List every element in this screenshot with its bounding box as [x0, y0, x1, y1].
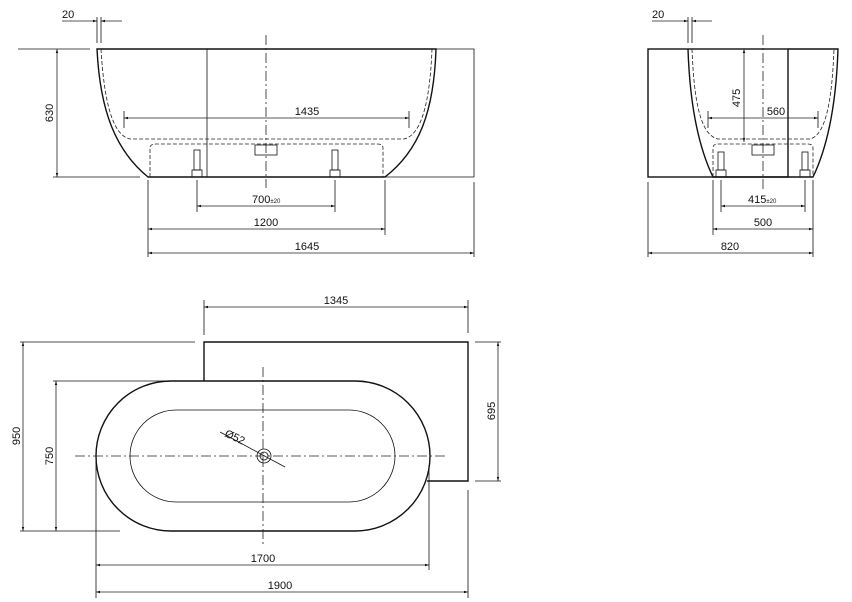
overall-length-label: 1900 — [268, 580, 292, 592]
panel-length-label: 1345 — [324, 295, 348, 307]
tub-length-label: 1700 — [251, 553, 275, 565]
side-inner-length-label: 1435 — [295, 106, 319, 118]
side-base-length-label: 1200 — [254, 217, 278, 229]
overall-depth-label: 950 — [11, 427, 23, 445]
panel-depth-label: 695 — [486, 402, 498, 420]
end-panel — [206, 48, 475, 178]
wall-panel — [203, 341, 469, 482]
side-feet-spacing-label: 700±20 — [252, 194, 281, 206]
tub-outline — [96, 48, 437, 178]
foot-left — [715, 151, 727, 178]
tub-inner-line — [100, 48, 433, 140]
top-view: Ø52 1345 950 750 695 1700 1900 — [11, 295, 501, 598]
end-feet-spacing-label: 415±20 — [748, 194, 777, 206]
end-view: 20 475 560 415±20 500 820 — [647, 9, 839, 257]
end-depth-label: 475 — [731, 89, 743, 107]
drain-outlet — [751, 144, 775, 156]
base-skirt — [149, 143, 384, 177]
tub-width-label: 750 — [44, 447, 56, 465]
side-height-label: 630 — [44, 104, 56, 122]
foot-right — [329, 149, 341, 178]
side-overall-length-label: 1645 — [295, 241, 319, 253]
side-rim-width-label: 20 — [62, 9, 74, 21]
end-rim-width-label: 20 — [652, 9, 664, 21]
side-view: 20 630 1435 700±20 1200 1645 — [18, 9, 475, 257]
end-base-width-label: 500 — [754, 217, 772, 229]
end-overall-width-label: 820 — [721, 241, 739, 253]
end-inner-width-label: 560 — [767, 106, 785, 118]
drain-outlet — [254, 144, 278, 156]
drain-icon — [256, 448, 272, 464]
foot-right — [799, 151, 811, 178]
foot-left — [191, 149, 203, 178]
tub-inner-line — [691, 48, 835, 140]
